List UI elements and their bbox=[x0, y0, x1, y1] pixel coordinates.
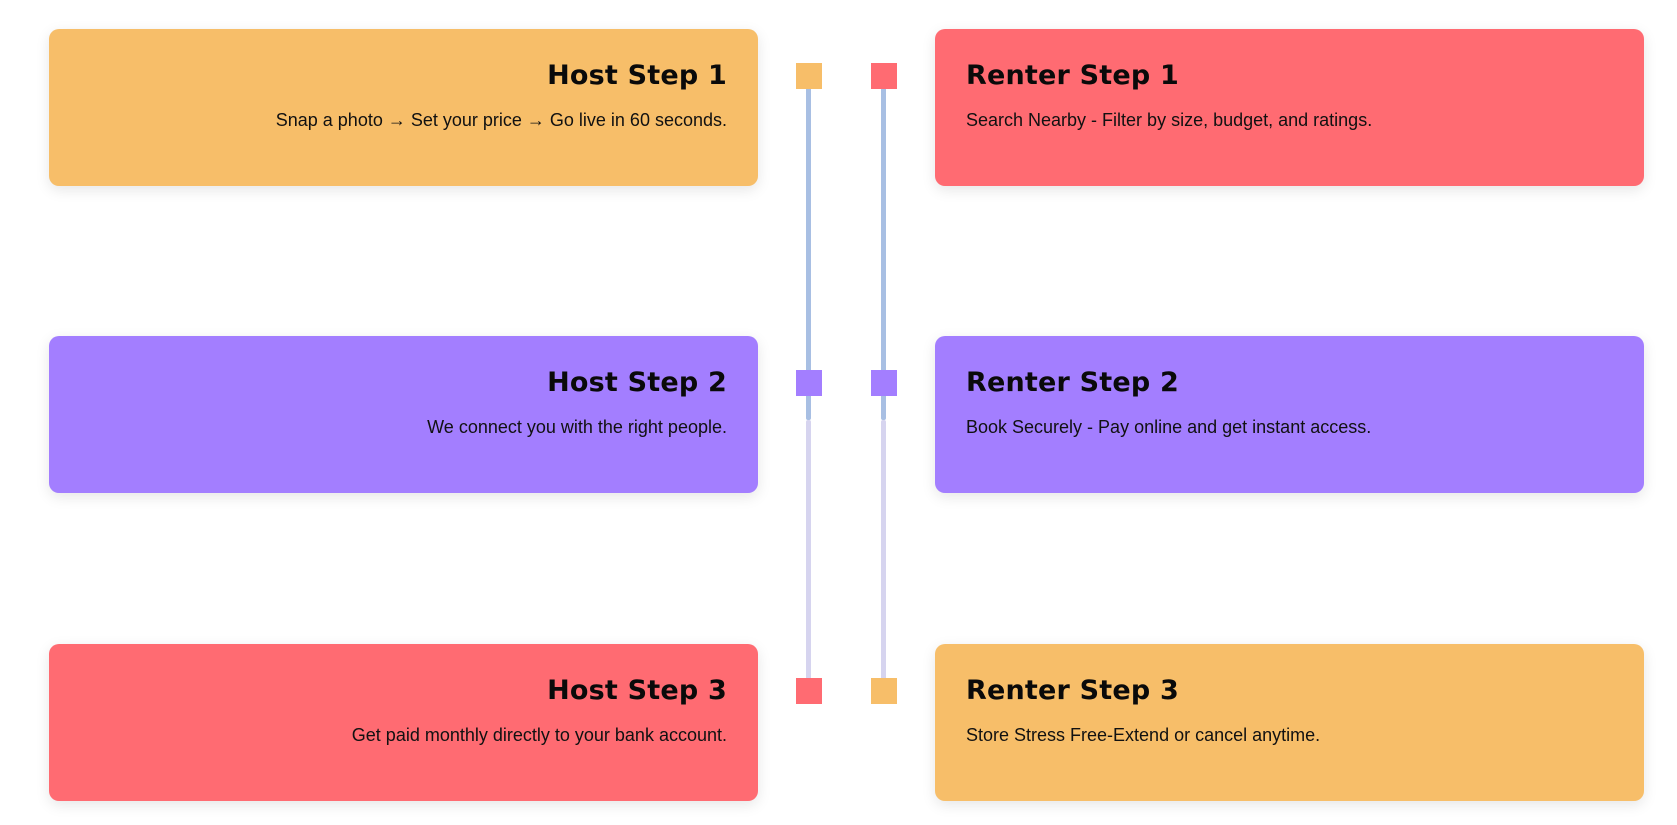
renter-step-2-title: Renter Step 2 bbox=[966, 367, 1180, 398]
host-step-1-marker bbox=[796, 63, 822, 89]
host-step-2-card: Host Step 2 We connect you with the righ… bbox=[49, 336, 758, 493]
renter-timeline-line-remaining bbox=[881, 420, 886, 692]
renter-step-2-description: Book Securely - Pay online and get insta… bbox=[966, 417, 1372, 437]
renter-step-2-card: Renter Step 2 Book Securely - Pay online… bbox=[935, 336, 1644, 493]
host-step-2-title: Host Step 2 bbox=[547, 367, 727, 398]
host-step-1-card: Host Step 1 Snap a photo → Set your pric… bbox=[49, 29, 758, 186]
host-timeline-line-remaining bbox=[806, 420, 811, 692]
renter-step-3-marker bbox=[871, 678, 897, 704]
host-step-3-description: Get paid monthly directly to your bank a… bbox=[351, 725, 727, 745]
renter-step-2-marker bbox=[871, 370, 897, 396]
host-step-2-description: We connect you with the right people. bbox=[427, 417, 727, 437]
host-step-1-title: Host Step 1 bbox=[547, 60, 727, 91]
renter-step-3-title: Renter Step 3 bbox=[966, 675, 1180, 706]
host-step-3-marker bbox=[796, 678, 822, 704]
host-timeline-line-progress bbox=[806, 84, 811, 420]
host-step-1-description: Snap a photo → Set your price → Go live … bbox=[275, 110, 727, 130]
renter-step-1-title: Renter Step 1 bbox=[966, 60, 1180, 91]
renter-step-1-marker bbox=[871, 63, 897, 89]
renter-step-3-card: Renter Step 3 Store Stress Free-Extend o… bbox=[935, 644, 1644, 801]
renter-step-3-description: Store Stress Free-Extend or cancel anyti… bbox=[966, 725, 1321, 745]
renter-step-1-description: Search Nearby - Filter by size, budget, … bbox=[966, 110, 1373, 130]
host-step-3-card: Host Step 3 Get paid monthly directly to… bbox=[49, 644, 758, 801]
renter-timeline-line-progress bbox=[881, 84, 886, 420]
renter-step-1-card: Renter Step 1 Search Nearby - Filter by … bbox=[935, 29, 1644, 186]
host-step-2-marker bbox=[796, 370, 822, 396]
host-step-3-title: Host Step 3 bbox=[547, 675, 727, 706]
